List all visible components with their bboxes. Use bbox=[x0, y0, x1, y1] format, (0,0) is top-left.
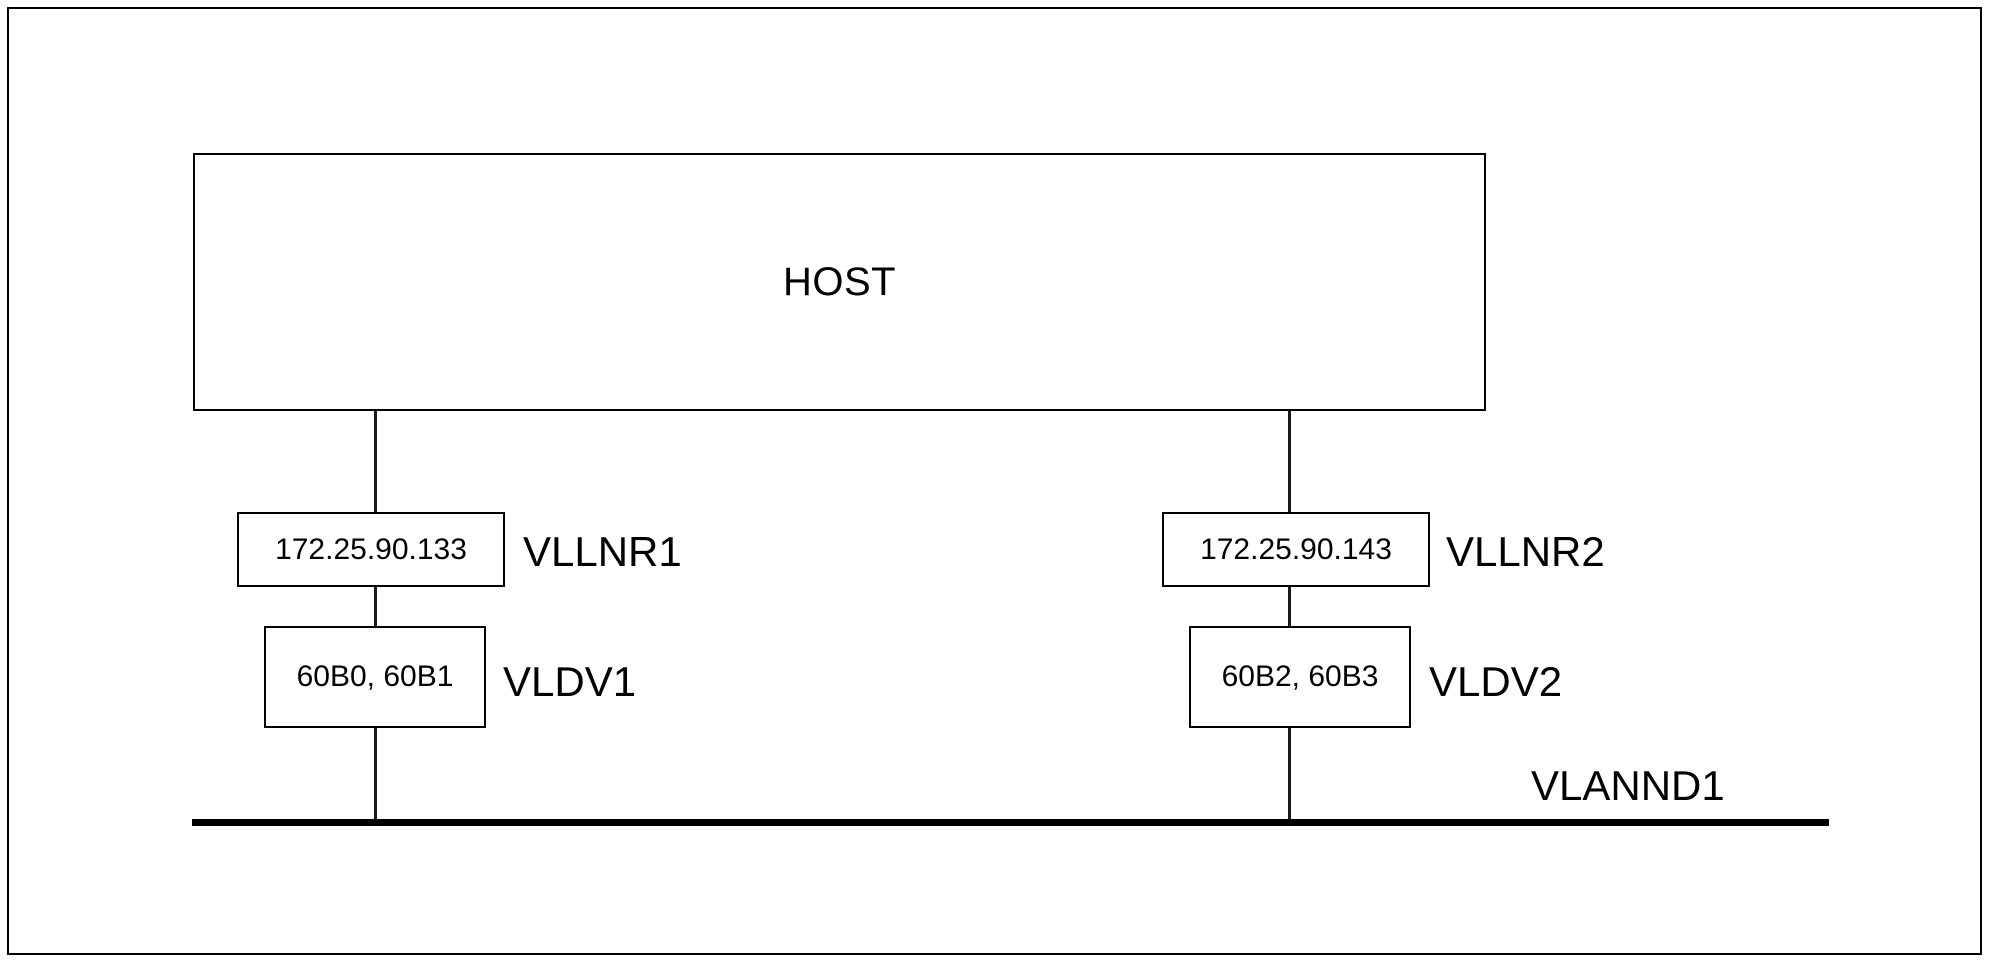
connector-line-right bbox=[1288, 411, 1291, 823]
interface-node-left[interactable]: 172.25.90.133 bbox=[237, 512, 505, 587]
device-addresses-left: 60B0, 60B1 bbox=[296, 660, 454, 693]
connector-line-left bbox=[374, 411, 377, 823]
diagram-frame: HOST 172.25.90.133 VLLNR1 60B0, 60B1 VLD… bbox=[7, 7, 1982, 955]
interface-ip-left: 172.25.90.133 bbox=[275, 532, 467, 566]
interface-name-left: VLLNR1 bbox=[523, 528, 682, 575]
device-node-right[interactable]: 60B2, 60B3 bbox=[1189, 626, 1411, 728]
interface-ip-right: 172.25.90.143 bbox=[1200, 532, 1392, 566]
bus-label: VLANND1 bbox=[1531, 762, 1725, 809]
host-node[interactable]: HOST bbox=[193, 153, 1486, 411]
device-addresses-right: 60B2, 60B3 bbox=[1221, 660, 1379, 693]
device-name-right: VLDV2 bbox=[1429, 658, 1563, 705]
interface-name-right: VLLNR2 bbox=[1446, 528, 1605, 575]
device-name-left: VLDV1 bbox=[503, 658, 637, 705]
device-node-left[interactable]: 60B0, 60B1 bbox=[264, 626, 486, 728]
host-node-label: HOST bbox=[782, 260, 897, 304]
interface-node-right[interactable]: 172.25.90.143 bbox=[1162, 512, 1430, 587]
network-bus-line[interactable] bbox=[192, 819, 1829, 826]
